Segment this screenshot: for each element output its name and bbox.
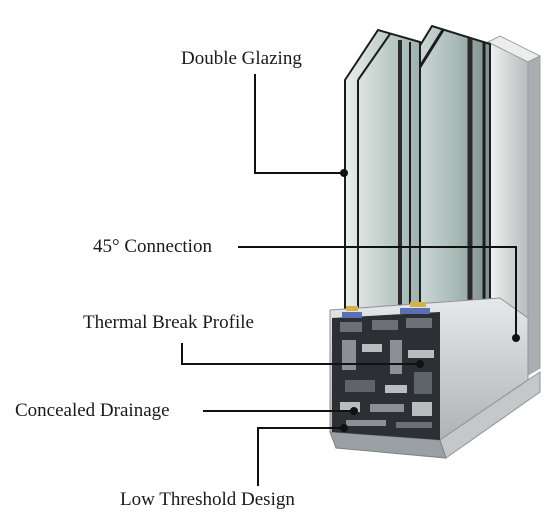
outer-frame-jamb (486, 35, 542, 376)
leader-double-glazing (254, 74, 344, 174)
front-glazing-unit (344, 28, 421, 324)
leader-endpoints (340, 169, 520, 432)
label-thermal-break-profile: Thermal Break Profile (83, 312, 254, 333)
label-double-glazing: Double Glazing (181, 48, 302, 69)
endpoint-double-glazing (340, 169, 348, 177)
leader-low-threshold (257, 427, 344, 486)
endpoint-concealed-drainage (350, 407, 358, 415)
label-45-connection: 45° Connection (93, 236, 212, 257)
leader-thermal-break (181, 343, 420, 365)
leader-lines (181, 74, 517, 486)
endpoint-low-threshold (340, 424, 348, 432)
endpoint-45-connection (512, 334, 520, 342)
endpoint-thermal-break (416, 360, 424, 368)
thermal-break-section (332, 302, 440, 440)
label-concealed-drainage: Concealed Drainage (15, 400, 170, 421)
label-low-threshold-design: Low Threshold Design (120, 489, 295, 510)
leader-45-connection (238, 246, 517, 338)
